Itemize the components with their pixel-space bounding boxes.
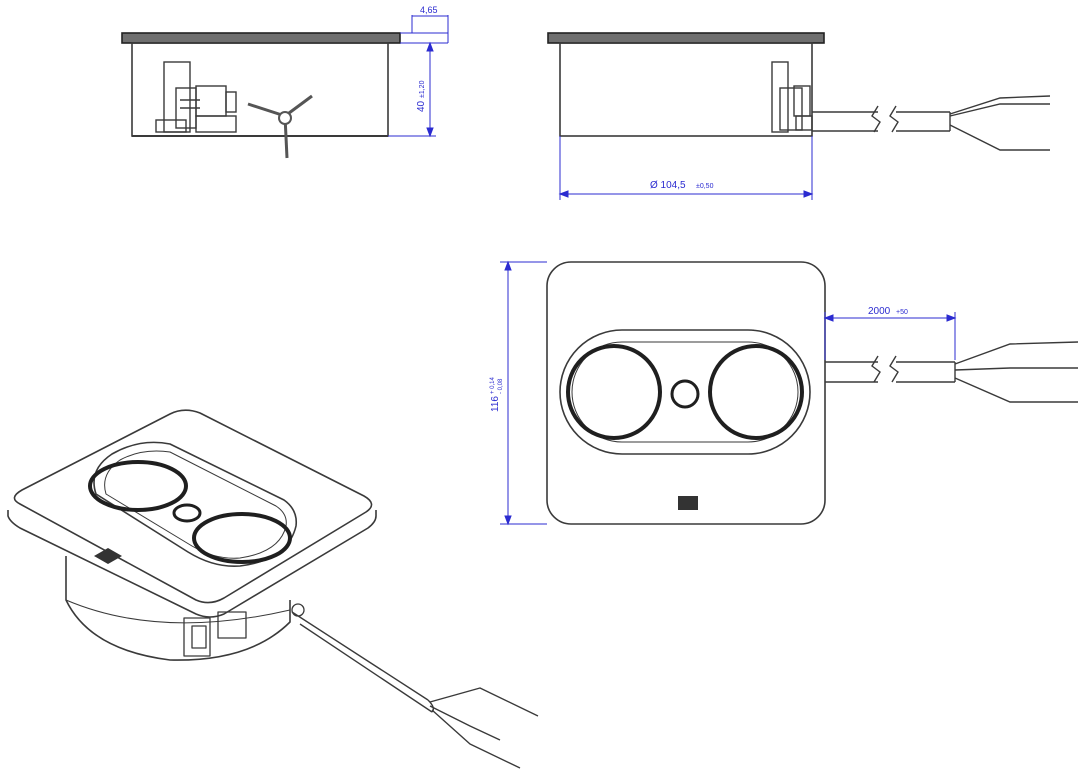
flange-thickness-label: 4,65 (420, 5, 438, 15)
cable-with-wires (825, 341, 1079, 403)
diameter-tolerance: ±0,50 (696, 183, 714, 190)
cable-with-wires (812, 95, 1051, 151)
socket-body (65, 556, 291, 661)
cable-with-wires (291, 611, 539, 769)
cover-plate (546, 261, 826, 525)
socket-right (192, 512, 292, 564)
plate-width-tolerance-lower: - 0,08 (498, 378, 504, 394)
socket-body (559, 42, 813, 137)
socket-left (88, 460, 188, 512)
dimension-lines-front (500, 260, 957, 526)
body-height-tolerance: ±1,20 (419, 80, 426, 98)
socket-body (131, 42, 389, 137)
terminal-block (771, 61, 813, 133)
plate-width-label: 116 (490, 396, 501, 412)
label-mark (678, 496, 698, 510)
cover-plate (13, 409, 373, 604)
plate-width-tolerance-upper: + 0,14 (490, 376, 496, 394)
side-view-left (121, 32, 401, 159)
socket-right (708, 344, 804, 440)
cable-length-tolerance: +50 (896, 309, 908, 316)
flange (121, 32, 401, 44)
terminal-block (183, 603, 305, 657)
center-button (172, 503, 202, 523)
side-view-right (547, 32, 1051, 151)
dimension-lines-left (388, 15, 449, 138)
flange (547, 32, 825, 44)
terminal-block (155, 61, 237, 133)
socket-left (566, 344, 662, 440)
center-button (670, 379, 700, 409)
isometric-view (7, 409, 539, 769)
label-mark (94, 548, 122, 564)
body-height-label: 40 (416, 100, 427, 112)
diameter-label: Ø 104,5 (650, 180, 686, 191)
cable-length-label: 2000 (868, 306, 891, 317)
dimension-lines-right (558, 136, 814, 200)
cable-with-wires (247, 94, 313, 159)
front-view (546, 261, 1079, 525)
